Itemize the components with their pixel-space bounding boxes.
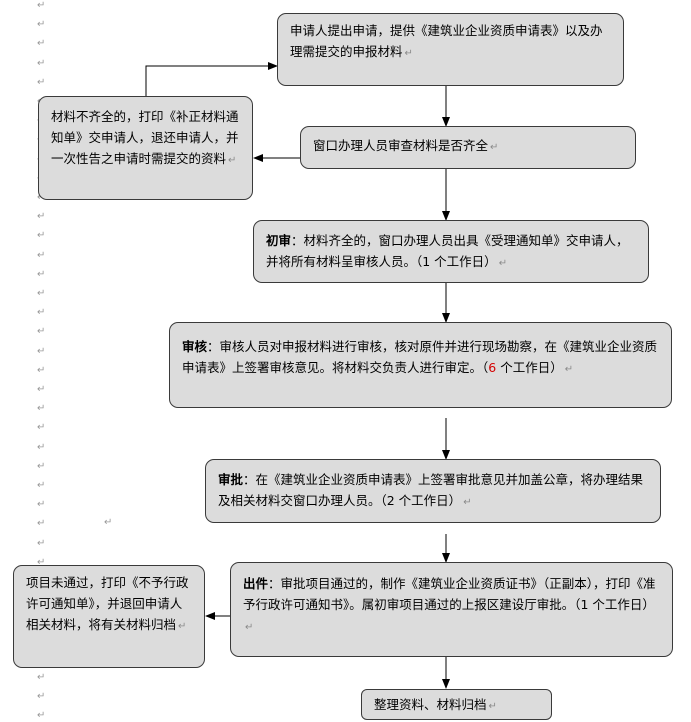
paragraph-mark: ↵ bbox=[37, 480, 46, 491]
node-reject: 项目未通过，打印《不予行政许可通知单》，并退回申请人相关材料，将有关材料归档↵ bbox=[13, 565, 205, 668]
paragraph-mark: ↵ bbox=[37, 288, 46, 299]
node-reject-text: 项目未通过，打印《不予行政许可通知单》，并退回申请人相关材料，将有关材料归档 bbox=[26, 575, 189, 632]
paragraph-mark: ↵ bbox=[245, 622, 254, 633]
paragraph-mark: ↵ bbox=[228, 155, 237, 166]
paragraph-mark: ↵ bbox=[37, 58, 46, 69]
node-review-text: ：审核人员对申报材料进行审核，核对原件并进行现场勘察，在《建筑业企业资质申请表》… bbox=[182, 339, 658, 375]
node-approve-label: 审批 bbox=[218, 472, 244, 487]
paragraph-mark: ↵ bbox=[490, 142, 499, 153]
paragraph-mark: ↵ bbox=[37, 250, 46, 261]
paragraph-mark: ↵ bbox=[37, 230, 46, 241]
paragraph-mark: ↵ bbox=[37, 307, 46, 318]
paragraph-mark: ↵ bbox=[37, 538, 46, 549]
node-review-days: 6 bbox=[488, 360, 497, 375]
node-review: 审核：审核人员对申报材料进行审核，核对原件并进行现场勘察，在《建筑业企业资质申请… bbox=[169, 322, 672, 408]
node-incomplete-text: 材料不齐全的，打印《补正材料通知单》交申请人，退还申请人，并一次性告之申请时需提… bbox=[51, 109, 239, 166]
paragraph-mark: ↵ bbox=[37, 403, 46, 414]
paragraph-mark: ↵ bbox=[37, 710, 46, 721]
node-review-tail: 个工作日） bbox=[496, 360, 563, 375]
paragraph-mark: ↵ bbox=[37, 461, 46, 472]
paragraph-mark: ↵ bbox=[37, 0, 46, 11]
paragraph-mark: ↵ bbox=[37, 422, 46, 433]
paragraph-mark: ↵ bbox=[37, 442, 46, 453]
paragraph-mark: ↵ bbox=[463, 497, 472, 508]
paragraph-mark: ↵ bbox=[37, 557, 46, 568]
paragraph-mark: ↵ bbox=[37, 518, 46, 529]
node-approve: 审批：在《建筑业企业资质申请表》上签署审批意见并加盖公章，将办理结果及相关材料交… bbox=[205, 459, 661, 523]
paragraph-mark: ↵ bbox=[404, 48, 413, 59]
paragraph-mark: ↵ bbox=[37, 77, 46, 88]
paragraph-mark: ↵ bbox=[178, 621, 187, 632]
node-incomplete: 材料不齐全的，打印《补正材料通知单》交申请人，退还申请人，并一次性告之申请时需提… bbox=[38, 96, 253, 200]
paragraph-mark: ↵ bbox=[104, 517, 113, 528]
node-apply-text: 申请人提出申请，提供《建筑业企业资质申请表》以及办理需提交的申报材料 bbox=[290, 23, 603, 59]
node-review-label: 审核 bbox=[182, 339, 208, 354]
node-issue-label: 出件 bbox=[243, 576, 269, 591]
paragraph-mark: ↵ bbox=[37, 365, 46, 376]
node-issue-text: ：审批项目通过的，制作《建筑业企业资质证书》（正副本），打印《准予行政许可通知书… bbox=[243, 576, 656, 612]
node-approve-text: ：在《建筑业企业资质申请表》上签署审批意见并加盖公章，将办理结果及相关材料交窗口… bbox=[218, 472, 644, 508]
node-check-text: 窗口办理人员审查材料是否齐全 bbox=[313, 138, 489, 153]
paragraph-mark: ↵ bbox=[488, 701, 497, 712]
paragraph-mark: ↵ bbox=[498, 258, 508, 269]
node-check: 窗口办理人员审查材料是否齐全↵ bbox=[300, 126, 636, 169]
paragraph-mark: ↵ bbox=[37, 19, 46, 30]
node-initial-review: 初审：材料齐全的，窗口办理人员出具《受理通知单》交申请人，并将所有材料呈审核人员… bbox=[253, 220, 649, 283]
node-archive-text: 整理资料、材料归档 bbox=[374, 697, 487, 712]
arrow-incomplete-to-apply bbox=[145, 62, 278, 96]
paragraph-mark: ↵ bbox=[37, 672, 46, 683]
paragraph-mark: ↵ bbox=[37, 346, 46, 357]
paragraph-mark: ↵ bbox=[37, 384, 46, 395]
paragraph-mark: ↵ bbox=[37, 38, 46, 49]
node-archive: 整理资料、材料归档↵ bbox=[361, 689, 552, 720]
paragraph-mark: ↵ bbox=[37, 326, 46, 337]
paragraph-mark: ↵ bbox=[37, 499, 46, 510]
node-apply: 申请人提出申请，提供《建筑业企业资质申请表》以及办理需提交的申报材料↵ bbox=[277, 13, 624, 86]
paragraph-mark: ↵ bbox=[37, 211, 46, 222]
node-initial-label: 初审 bbox=[266, 233, 292, 248]
paragraph-mark: ↵ bbox=[37, 269, 46, 280]
paragraph-mark: ↵ bbox=[564, 364, 574, 375]
node-issue: 出件：审批项目通过的，制作《建筑业企业资质证书》（正副本），打印《准予行政许可通… bbox=[230, 562, 673, 657]
paragraph-mark: ↵ bbox=[37, 691, 46, 702]
node-initial-text: ：材料齐全的，窗口办理人员出具《受理通知单》交申请人，并将所有材料呈审核人员。（… bbox=[266, 233, 629, 269]
